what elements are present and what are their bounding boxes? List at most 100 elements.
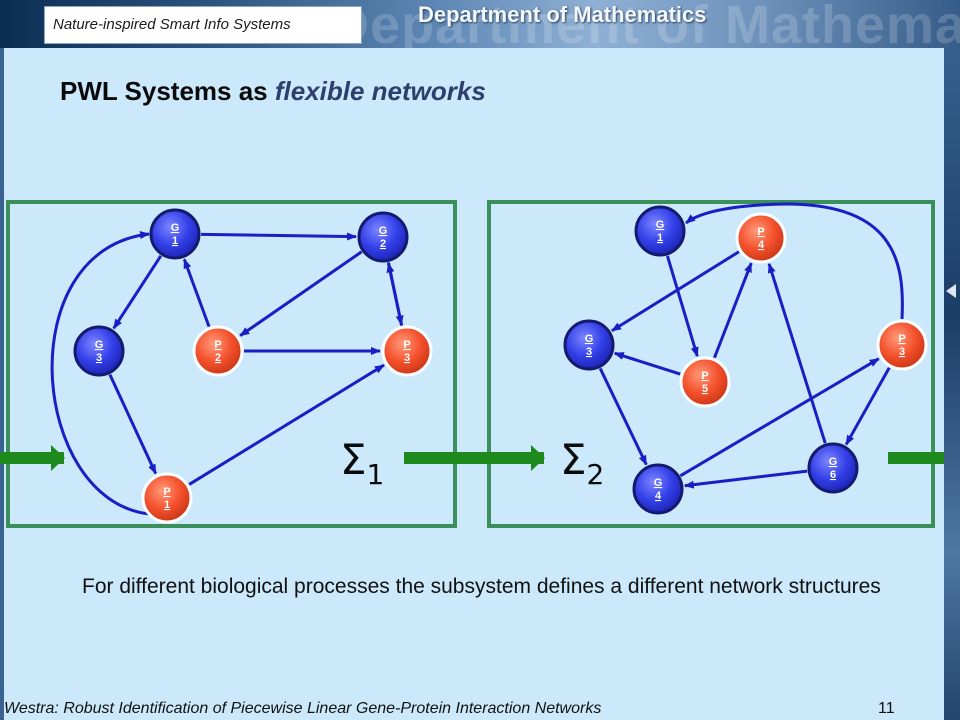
edge-g4-to-p3: [679, 357, 880, 478]
protein-node-circle: [735, 212, 787, 264]
node-letter: P: [163, 486, 170, 498]
footer-author: Westra: [4, 700, 55, 717]
footer-citation-title: : Robust Identification of Piecewise Lin…: [54, 700, 602, 717]
protein-node-circle: [381, 325, 433, 377]
node-letter: G: [95, 339, 104, 351]
node-g1: G1: [149, 208, 201, 260]
footer-citation: Westra: Robust Identification of Piecewi…: [4, 700, 601, 718]
node-number: 1: [172, 235, 178, 247]
edge-g3-to-g4: [598, 367, 648, 466]
edge-p3-to-g2: [386, 262, 404, 326]
edge-p2-to-g1: [182, 258, 211, 328]
sigma-symbol-2: Σ: [560, 435, 587, 484]
edge-p3-to-g6: [844, 366, 891, 446]
protein-node-circle: [141, 472, 193, 524]
sigma-symbol-1: Σ: [340, 435, 367, 484]
sigma-label-2: Σ2: [560, 435, 604, 491]
next-slide-arrow-icon: [946, 284, 956, 298]
protein-node-circle: [679, 356, 731, 408]
node-g6: G6: [807, 442, 859, 494]
node-number: 1: [657, 232, 663, 244]
caption: For different biological processes the s…: [82, 575, 881, 598]
node-p3: P3: [876, 319, 928, 371]
node-letter: G: [379, 225, 388, 237]
gene-node-circle: [807, 442, 859, 494]
edge-g1-to-g2: [200, 232, 358, 241]
edge-g1-to-g3: [112, 254, 163, 330]
node-number: 4: [758, 239, 765, 251]
edge-p5-to-p4: [713, 262, 753, 359]
node-letter: G: [654, 477, 663, 489]
slide-title: PWL Systems as flexible networks: [60, 76, 486, 107]
sigma-subscript-2: 2: [587, 458, 605, 491]
protein-node-circle: [192, 325, 244, 377]
network-box-2: [487, 200, 935, 528]
node-p3: P3: [381, 325, 433, 377]
edge-g2-to-p2: [239, 250, 363, 337]
node-number: 4: [655, 490, 662, 502]
series-label: Nature-inspired Smart Info Systems: [53, 16, 291, 33]
gene-node-circle: [73, 325, 125, 377]
node-g4: G4: [632, 463, 684, 515]
node-letter: G: [656, 219, 665, 231]
slide-title-lead: PWL Systems as: [60, 76, 275, 106]
sigma-label-1: Σ1: [340, 435, 384, 491]
slide-title-emphasis: flexible networks: [274, 76, 486, 106]
edge-g1-to-p5: [665, 255, 699, 358]
gene-node-circle: [357, 211, 409, 263]
sigma-subscript-1: 1: [367, 458, 385, 491]
edge-p5-to-g3: [613, 351, 681, 376]
node-p2: P2: [192, 325, 244, 377]
node-g1: G1: [634, 205, 686, 257]
edge-p1-to-p3: [188, 363, 385, 486]
node-number: 3: [404, 352, 410, 364]
page-number: 11: [878, 700, 895, 717]
node-number: 2: [380, 238, 386, 250]
node-letter: G: [829, 456, 838, 468]
right-strip: [944, 48, 960, 720]
gene-node-circle: [563, 319, 615, 371]
node-number: 6: [830, 469, 836, 481]
department-title: Department of Mathematics: [418, 2, 707, 27]
node-letter: P: [403, 339, 410, 351]
edge-g6-to-p4: [767, 262, 827, 444]
node-number: 1: [164, 499, 170, 511]
node-number: 3: [96, 352, 102, 364]
network-box-1: [6, 200, 457, 528]
department-watermark: Department of Mathematics: [330, 0, 960, 48]
node-g2: G2: [357, 211, 409, 263]
node-letter: G: [171, 222, 180, 234]
node-g3: G3: [563, 319, 615, 371]
header-banner: Department of Mathematics Department of …: [0, 0, 960, 48]
node-p1: P1: [141, 472, 193, 524]
node-number: 2: [215, 352, 221, 364]
node-g3: G3: [73, 325, 125, 377]
network-1-edges: [50, 231, 404, 516]
node-p5: P5: [679, 356, 731, 408]
node-letter: P: [701, 370, 708, 382]
edge-p4-to-g3: [611, 250, 740, 333]
edge-p1-to-g1: [50, 231, 150, 516]
gene-node-circle: [149, 208, 201, 260]
node-number: 3: [899, 346, 905, 358]
node-p4: P4: [735, 212, 787, 264]
gene-node-circle: [632, 463, 684, 515]
node-letter: P: [757, 226, 764, 238]
node-letter: P: [898, 333, 905, 345]
node-number: 3: [586, 346, 592, 358]
node-letter: P: [214, 339, 221, 351]
edge-p3-to-g1: [685, 202, 904, 320]
protein-node-circle: [876, 319, 928, 371]
node-letter: G: [585, 333, 594, 345]
network-2-edges: [598, 202, 904, 489]
gene-node-circle: [634, 205, 686, 257]
series-label-box: Nature-inspired Smart Info Systems: [44, 6, 362, 44]
left-strip: [0, 48, 4, 720]
slide-panel: [4, 48, 944, 720]
edge-g6-to-g4: [683, 469, 808, 489]
node-number: 5: [702, 383, 708, 395]
edge-g3-to-p1: [108, 373, 158, 475]
